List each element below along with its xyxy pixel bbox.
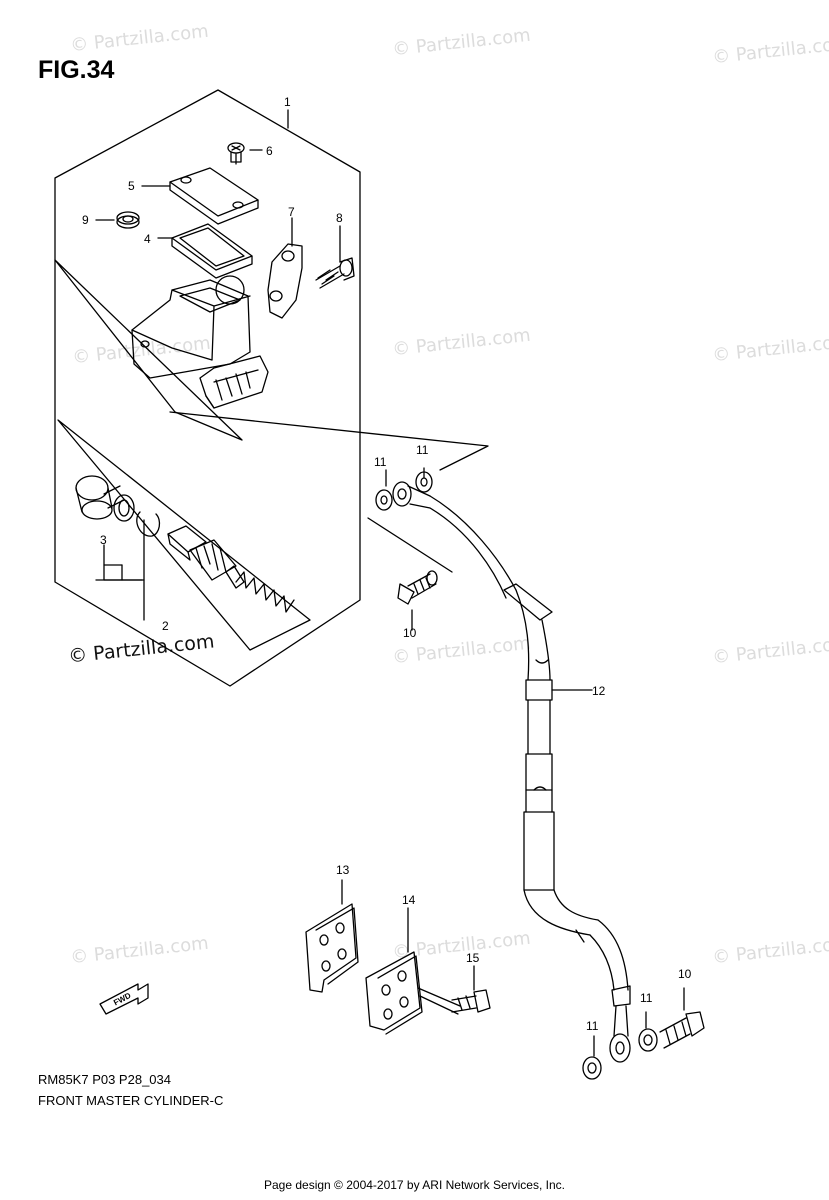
callout-10a: 10 (403, 626, 417, 640)
callout-1: 1 (284, 95, 291, 109)
part-cap-5 (169, 167, 259, 225)
callout-7: 7 (288, 205, 295, 219)
footer-credit: Page design © 2004-2017 by ARI Network S… (263, 1178, 565, 1192)
pointer-triangle-lower (57, 419, 311, 651)
part-bolt-10-lower (659, 1011, 705, 1049)
part-snap-ring (136, 511, 161, 537)
callout-12: 12 (592, 684, 606, 698)
callout-6: 6 (266, 144, 273, 158)
part-spring (235, 571, 295, 613)
part-washer-11b (415, 471, 433, 493)
callout-14: 14 (402, 893, 416, 907)
callout-10b: 10 (678, 967, 692, 981)
part-banjo-upper (392, 481, 431, 509)
part-screw-6 (227, 142, 245, 165)
part-o-ring (113, 494, 135, 522)
part-ring-9 (116, 211, 140, 229)
callout-11d: 11 (586, 1019, 599, 1033)
part-washer-11c (582, 1056, 602, 1080)
part-washer-11d (638, 1028, 658, 1052)
callout-11a: 11 (374, 455, 387, 469)
callout-5: 5 (128, 179, 135, 193)
figure-title: FIG.34 (38, 56, 115, 84)
callout-4: 4 (144, 232, 151, 246)
pointer-triangle-upper (54, 259, 243, 441)
callout-15: 15 (466, 951, 480, 965)
part-bolt-10-upper (397, 570, 438, 605)
callout-11c: 11 (640, 991, 653, 1005)
part-diaphragm-4 (171, 223, 253, 279)
part-piston (167, 525, 245, 589)
diagram-code: RM85K7 P03 P28_034 (38, 1072, 171, 1087)
part-master-cylinder-body (131, 275, 269, 409)
diagram-caption: FRONT MASTER CYLINDER-C (38, 1093, 224, 1108)
part-bolt-8 (315, 257, 355, 289)
part-banjo-lower (609, 1005, 631, 1063)
part-clamp-7 (267, 243, 303, 319)
callout-9: 9 (82, 213, 89, 227)
part-clamp-14 (365, 951, 423, 1035)
callout-13: 13 (336, 863, 350, 877)
part-brake-hose-12 (429, 495, 631, 1007)
part-washer-11a (375, 489, 393, 511)
fwd-arrow (99, 983, 149, 1015)
callout-8: 8 (336, 211, 343, 225)
part-bolt-15 (417, 987, 491, 1015)
part-clamp-13 (305, 903, 359, 993)
callout-11b: 11 (416, 443, 429, 457)
callout-3: 3 (100, 533, 107, 547)
assembly-outline (54, 89, 361, 687)
pointer-triangle-hose (169, 411, 489, 471)
part-cup-3 (75, 475, 125, 520)
callout-2: 2 (162, 619, 169, 633)
